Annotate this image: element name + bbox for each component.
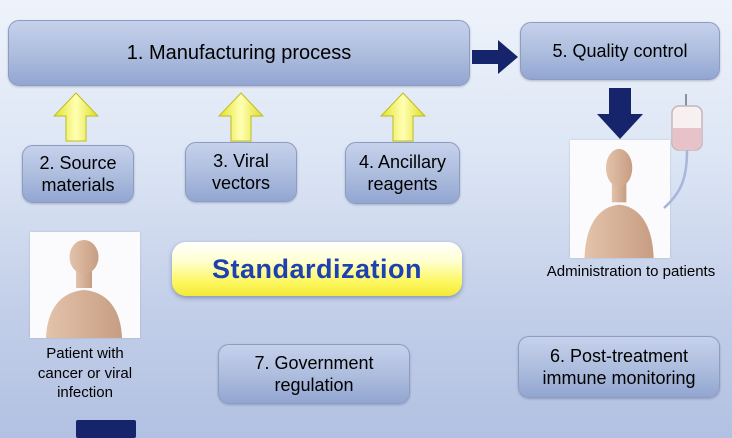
box-viral-vectors: 3. Viral vectors	[185, 142, 297, 202]
yellow-up-arrow-icon	[218, 92, 264, 142]
standardization-banner: Standardization	[172, 242, 462, 296]
box-ancillary-reagents: 4. Ancillary reagents	[345, 142, 460, 204]
navy-right-arrow-icon	[472, 40, 518, 74]
administration-caption: Administration to patients	[546, 263, 716, 280]
box-government-regulation-label: 7. Government regulation	[254, 352, 374, 396]
box-source-materials-label: 2. Source materials	[39, 152, 117, 196]
box-viral-vectors-label: 3. Viral vectors	[211, 150, 271, 194]
box-quality-control-label: 5. Quality control	[552, 40, 688, 61]
navy-down-arrow-icon	[597, 88, 643, 139]
box-manufacturing-process-label: 1. Manufacturing process	[126, 41, 352, 64]
patient-caption: Patient with cancer or viral infection	[37, 345, 133, 401]
box-post-treatment-monitoring: 6. Post-treatment immune monitoring	[518, 336, 720, 398]
box-post-treatment-monitoring-label: 6. Post-treatment immune monitoring	[542, 345, 696, 389]
box-government-regulation: 7. Government regulation	[218, 344, 410, 404]
box-quality-control: 5. Quality control	[520, 22, 720, 80]
yellow-up-arrow-icon	[380, 92, 426, 142]
standardization-banner-label: Standardization	[211, 253, 422, 284]
human-torso-icon	[584, 148, 654, 258]
box-manufacturing-process: 1. Manufacturing process	[8, 20, 470, 86]
yellow-up-arrow-icon	[53, 92, 99, 142]
box-ancillary-reagents-label: 4. Ancillary reagents	[358, 151, 447, 195]
box-source-materials: 2. Source materials	[22, 145, 134, 203]
human-torso-icon	[46, 240, 122, 338]
patient-figure	[30, 232, 140, 338]
administration-patient-figure	[570, 140, 670, 258]
iv-drip-bag-icon	[663, 94, 703, 209]
patient-figure-clothing-bar	[76, 420, 136, 438]
